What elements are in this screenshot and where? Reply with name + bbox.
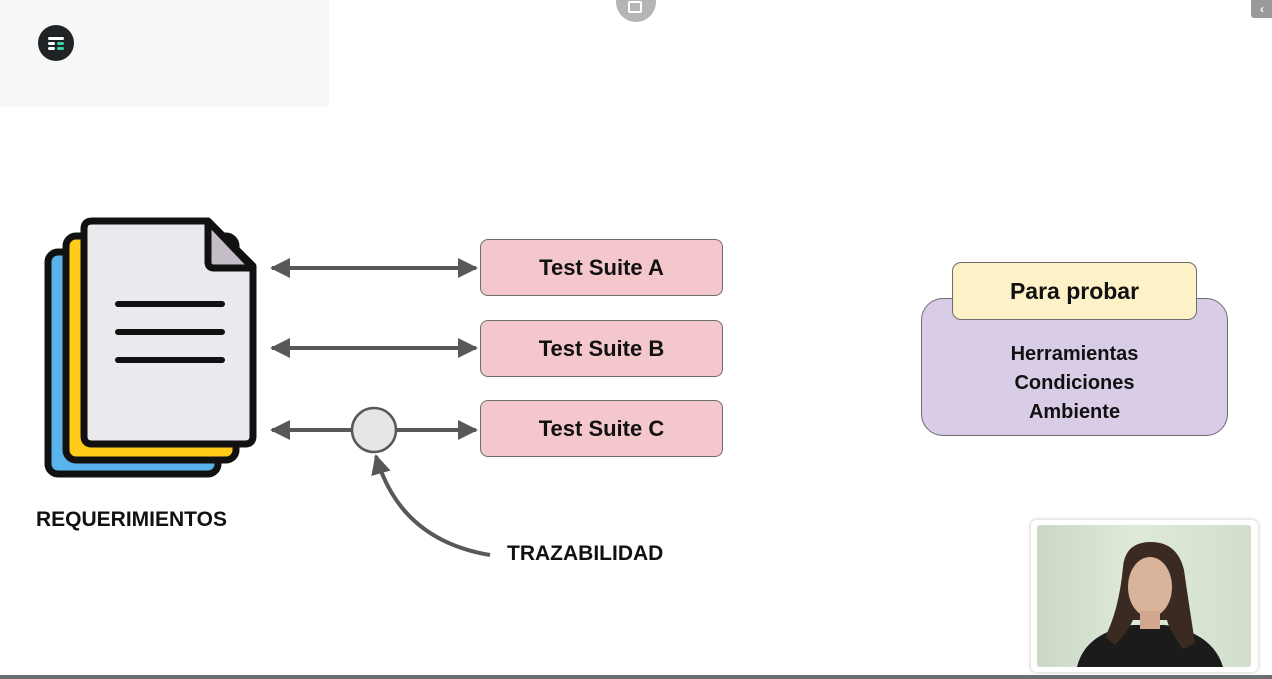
test-environment-box (921, 298, 1228, 436)
app-logo-icon[interactable] (38, 25, 74, 61)
presenter-video (1037, 525, 1251, 667)
trace-pointer-arrow (371, 454, 491, 557)
test-suite-b: Test Suite B (480, 320, 723, 377)
test-suite-c: Test Suite C (480, 400, 723, 457)
logo-area (0, 0, 329, 107)
corner-control[interactable]: ‹ (1251, 0, 1272, 18)
env-item-conditions: Condiciones (1014, 372, 1135, 394)
documents-stack-icon (44, 217, 257, 478)
presenter-figure (1077, 541, 1223, 667)
test-suite-a: Test Suite A (480, 239, 723, 296)
test-environment-items: Herramientas Condiciones Ambiente (921, 340, 1228, 427)
requirements-label: REQUERIMIENTOS (36, 508, 227, 531)
traceability-label: TRAZABILIDAD (507, 542, 664, 565)
env-item-tools: Herramientas (1010, 343, 1139, 365)
bottom-progress-bar[interactable] (0, 675, 1272, 679)
to-test-tab: Para probar (952, 262, 1197, 320)
webcam-overlay[interactable] (1031, 520, 1258, 672)
popout-icon[interactable] (616, 0, 656, 22)
trace-node (350, 406, 398, 454)
env-item-environment: Ambiente (1028, 401, 1121, 423)
